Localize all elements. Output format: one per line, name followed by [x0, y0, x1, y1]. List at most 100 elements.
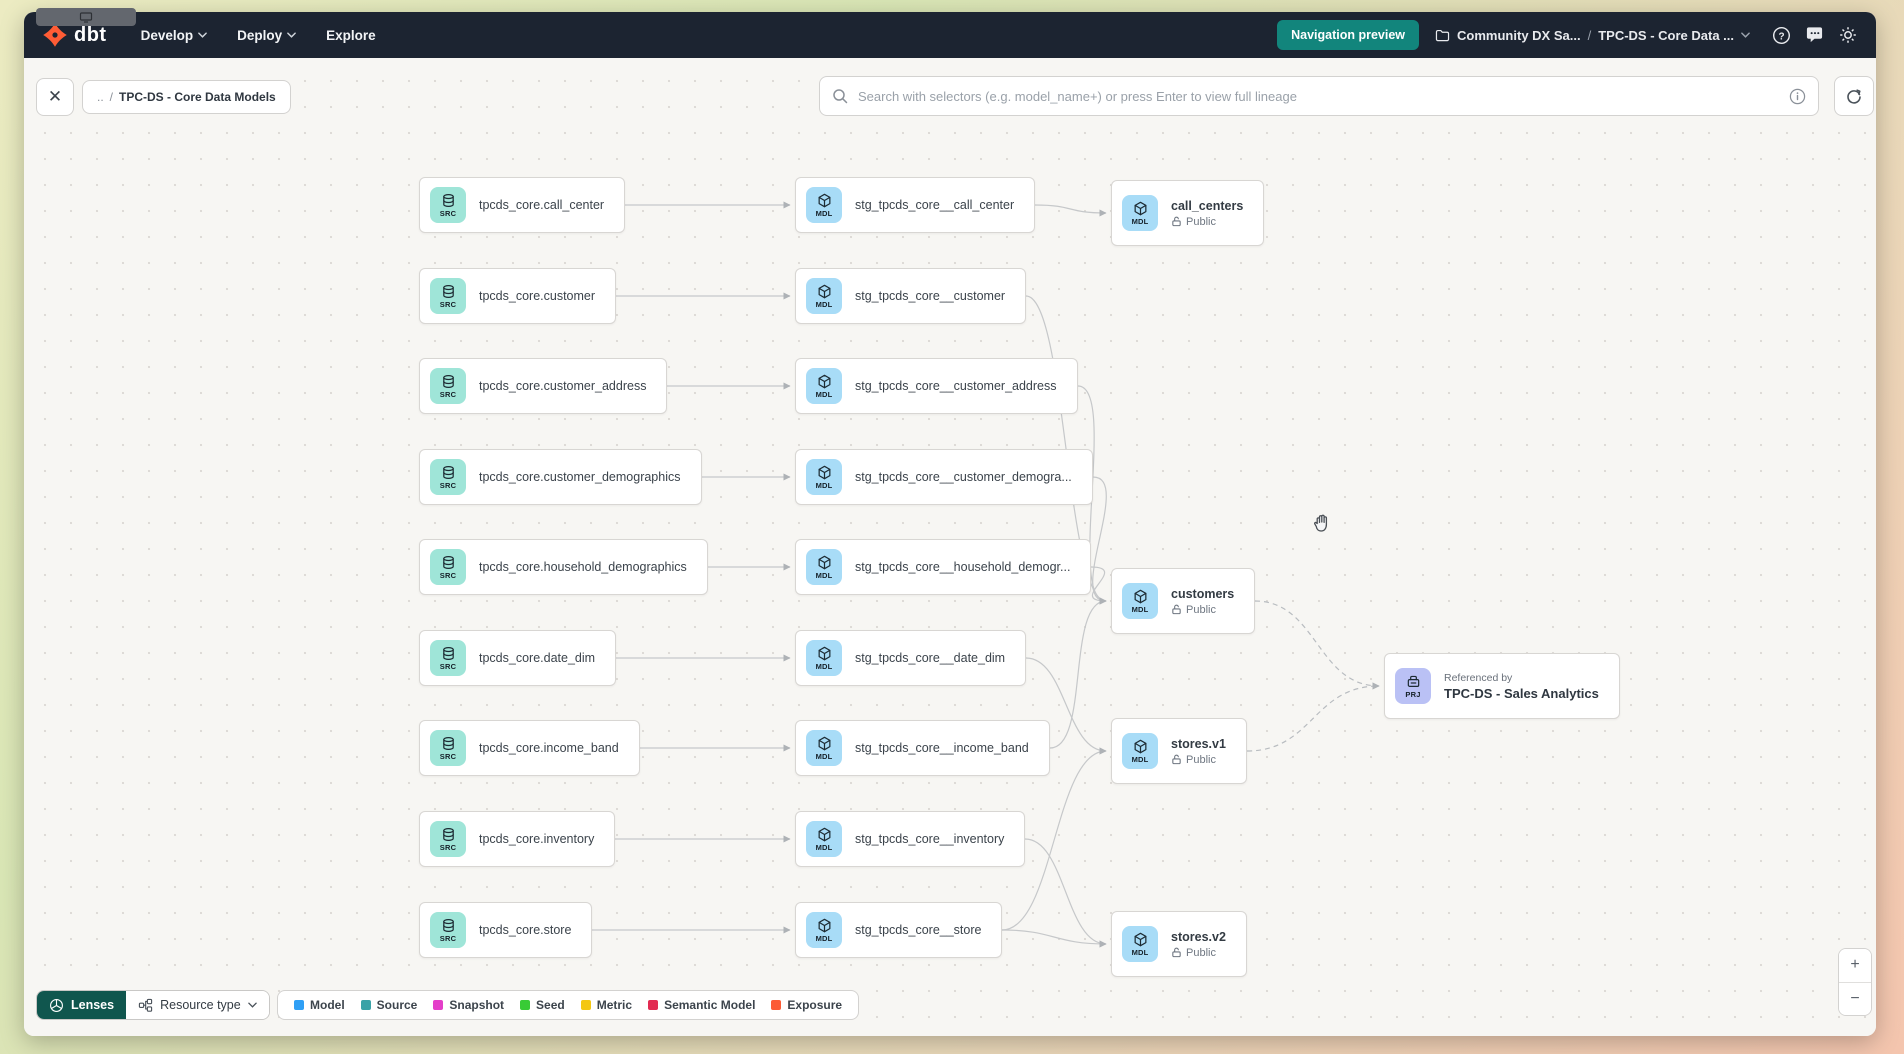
node-title: tpcds_core.store — [479, 923, 572, 937]
navigation-preview-button[interactable]: Navigation preview — [1277, 20, 1420, 50]
legend-swatch — [648, 1000, 659, 1010]
help-icon[interactable]: ? — [1772, 26, 1791, 45]
legend-swatch — [580, 1000, 591, 1010]
menu-deploy[interactable]: Deploy — [237, 28, 296, 43]
menu-develop[interactable]: Develop — [141, 28, 208, 43]
lens-controls: Lenses Resource type — [36, 990, 270, 1020]
brand-text: dbt — [74, 23, 107, 46]
screen-share-tab[interactable] — [36, 8, 136, 26]
chevron-down-icon — [198, 32, 207, 38]
refresh-icon — [1847, 89, 1861, 104]
node-title: customers — [1171, 586, 1235, 601]
source-node[interactable]: SRC tpcds_core.call_center — [419, 177, 626, 233]
info-icon[interactable] — [1789, 88, 1806, 105]
src-badge-icon: SRC — [430, 549, 466, 585]
legend-item-exposure: Exposure — [771, 998, 842, 1012]
mdl-badge-icon: MDL — [806, 821, 842, 857]
node-title: tpcds_core.income_band — [479, 741, 619, 755]
node-title: tpcds_core.customer — [479, 289, 596, 303]
mdl-badge-icon: MDL — [1122, 195, 1158, 231]
mdl-badge-icon: MDL — [806, 368, 842, 404]
zoom-in-button[interactable]: + — [1839, 949, 1871, 982]
settings-gear-icon[interactable] — [1838, 25, 1858, 45]
node-title: stores.v2 — [1171, 929, 1226, 944]
model-node[interactable]: MDL stg_tpcds_core__inventory — [795, 811, 1026, 867]
mdl-badge-icon: MDL — [806, 730, 842, 766]
prj-badge-icon: PRJ — [1395, 668, 1431, 704]
node-title: tpcds_core.inventory — [479, 832, 595, 846]
resource-type-icon — [138, 998, 153, 1012]
source-node[interactable]: SRC tpcds_core.store — [419, 902, 593, 958]
legend-item-seed: Seed — [520, 998, 565, 1012]
top-navbar: dbt Develop Deploy Explore Navigation pr… — [24, 12, 1876, 58]
mdl-badge-icon: MDL — [1122, 733, 1158, 769]
source-node[interactable]: SRC tpcds_core.customer — [419, 268, 617, 324]
dbt-logo[interactable]: dbt — [42, 22, 107, 48]
breadcrumb-project[interactable]: Community DX Sa... — [1457, 27, 1581, 43]
close-lineage-button[interactable]: ✕ — [36, 78, 74, 116]
src-badge-icon: SRC — [430, 368, 466, 404]
node-title: tpcds_core.date_dim — [479, 651, 596, 665]
legend-item-source: Source — [360, 998, 417, 1012]
lenses-button[interactable]: Lenses — [37, 991, 127, 1019]
source-node[interactable]: SRC tpcds_core.inventory — [419, 811, 616, 867]
src-badge-icon: SRC — [430, 278, 466, 314]
resource-type-dropdown[interactable]: Resource type — [126, 991, 269, 1019]
mdl-badge-icon: MDL — [1122, 926, 1158, 962]
node-title: stg_tpcds_core__customer — [855, 289, 1006, 303]
node-title: stg_tpcds_core__inventory — [855, 832, 1005, 846]
node-title: stg_tpcds_core__store — [855, 923, 982, 937]
legend-item-snapshot: Snapshot — [433, 998, 504, 1012]
src-badge-icon: SRC — [430, 459, 466, 495]
chevron-down-icon — [287, 32, 296, 38]
lineage-breadcrumb-chip[interactable]: .. / TPC-DS - Core Data Models — [82, 80, 291, 114]
chevron-down-icon — [247, 1002, 257, 1008]
mdl-badge-icon: MDL — [806, 187, 842, 223]
main-menu: Develop Deploy Explore — [141, 28, 376, 43]
svg-text:?: ? — [1778, 31, 1784, 42]
source-node[interactable]: SRC tpcds_core.customer_address — [419, 358, 668, 414]
src-badge-icon: SRC — [430, 912, 466, 948]
search-input[interactable] — [858, 88, 1779, 104]
src-badge-icon: SRC — [430, 821, 466, 857]
node-title: tpcds_core.customer_address — [479, 379, 647, 393]
node-title: tpcds_core.call_center — [479, 198, 605, 212]
node-title: tpcds_core.household_demographics — [479, 560, 687, 574]
feedback-icon[interactable] — [1805, 26, 1824, 44]
refresh-lineage-button[interactable] — [1834, 76, 1874, 116]
model-node[interactable]: MDL stg_tpcds_core__income_band — [795, 720, 1050, 776]
zoom-out-button[interactable]: − — [1839, 982, 1871, 1015]
legend-swatch — [771, 1000, 782, 1010]
source-node[interactable]: SRC tpcds_core.household_demographics — [419, 539, 708, 595]
access-badge: Public — [1171, 216, 1243, 228]
source-node[interactable]: SRC tpcds_core.income_band — [419, 720, 640, 776]
node-title: stg_tpcds_core__income_band — [855, 741, 1029, 755]
src-badge-icon: SRC — [430, 730, 466, 766]
legend-item-semantic-model: Semantic Model — [648, 998, 755, 1012]
chevron-down-icon[interactable] — [1741, 32, 1750, 38]
lineage-canvas[interactable]: ✕ .. / TPC-DS - Core Data Models SRCtpcd… — [24, 58, 1876, 1036]
legend-swatch — [520, 1000, 531, 1010]
breadcrumb-current: TPC-DS - Core Data Models — [119, 90, 276, 104]
monitor-icon — [79, 11, 93, 23]
src-badge-icon: SRC — [430, 187, 466, 223]
menu-explore[interactable]: Explore — [326, 27, 376, 43]
breadcrumb-page[interactable]: TPC-DS - Core Data ... — [1598, 27, 1734, 43]
breadcrumb-up[interactable]: .. — [97, 90, 104, 104]
legend-item-metric: Metric — [580, 998, 632, 1012]
